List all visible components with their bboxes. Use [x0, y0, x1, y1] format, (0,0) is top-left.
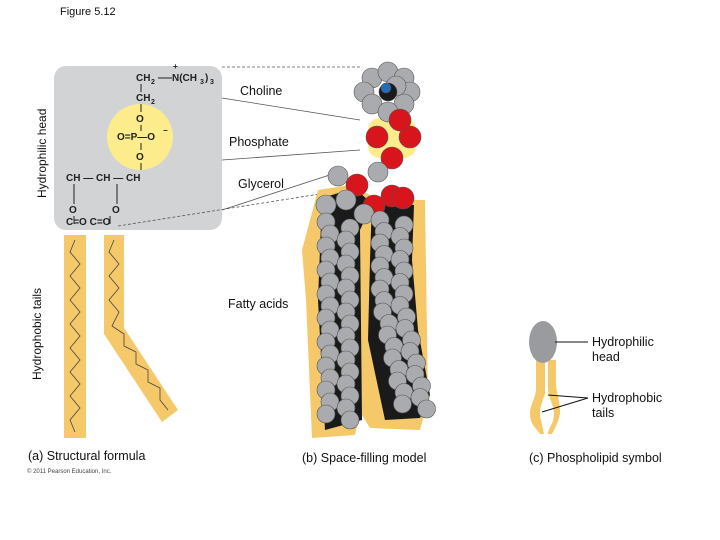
symbol-hydrophilic-label: Hydrophilic head: [592, 335, 654, 364]
choline-ch2: CH: [136, 73, 150, 84]
o-bottom: O: [136, 152, 144, 163]
oxygen-atom: [388, 108, 412, 132]
straight-tail-a: [64, 235, 86, 438]
n-group: N(CH: [172, 73, 197, 84]
svg-text:): ): [205, 73, 208, 84]
structural-formula: CH 2 + N(CH 3 ) 3 CH 2 O O=P—O − O CH — …: [66, 62, 214, 228]
glycerol-label: Glycerol: [238, 177, 284, 191]
phospholipid-symbol: [529, 321, 589, 434]
phosphate-circle: [107, 104, 173, 170]
svg-text:3: 3: [210, 79, 214, 86]
space-fill-atoms: [315, 61, 436, 430]
nitrogen-atom: [380, 82, 392, 94]
hydrogen-atom: [367, 161, 389, 183]
caption-space-filling-model: (b) Space-filling model: [302, 451, 427, 465]
oxygen-atom: [391, 186, 415, 210]
caption-phospholipid-symbol: (c) Phospholipid symbol: [529, 451, 662, 465]
fatty-acids-label: Fatty acids: [228, 297, 289, 311]
choline-label: Choline: [240, 84, 283, 98]
svg-text:2: 2: [151, 79, 155, 86]
hydrogen-atom: [393, 394, 412, 414]
symbol-hydrophobic-label: Hydrophobic tails: [592, 391, 663, 420]
figure-title: Figure 5.12: [60, 6, 116, 18]
region-guide-lines: [117, 66, 361, 227]
hydrogen-atom: [340, 410, 360, 430]
hydrogen-atom: [327, 165, 349, 187]
o-right: O: [112, 205, 120, 216]
hydrogen-atom: [335, 189, 357, 211]
oxygen-atom: [380, 146, 404, 170]
o-left: O: [69, 205, 77, 216]
ch2-second: CH: [136, 93, 150, 104]
oxygen-atom: [345, 173, 369, 197]
phosphate-label: Phosphate: [229, 135, 289, 149]
phosphate-row: O=P—O: [117, 132, 155, 143]
svg-text:+: +: [173, 62, 178, 71]
svg-text:−: −: [163, 126, 168, 135]
hydrogen-atom: [316, 404, 336, 424]
ester-row: C=O C=O: [66, 217, 111, 228]
svg-text:2: 2: [151, 99, 155, 106]
symbol-head: [529, 321, 557, 363]
copyright-notice: © 2011 Pearson Education, Inc.: [27, 469, 112, 475]
hydrogen-atom: [315, 194, 337, 216]
oxygen-atom: [398, 125, 422, 149]
bent-tail-a: [104, 235, 178, 422]
glycerol-row: CH — CH — CH: [66, 173, 140, 184]
svg-text:3: 3: [200, 79, 204, 86]
caption-structural-formula: (a) Structural formula: [28, 449, 146, 463]
oxygen-atom: [365, 125, 389, 149]
o-top: O: [136, 114, 144, 125]
hydrogen-atom: [417, 399, 436, 419]
